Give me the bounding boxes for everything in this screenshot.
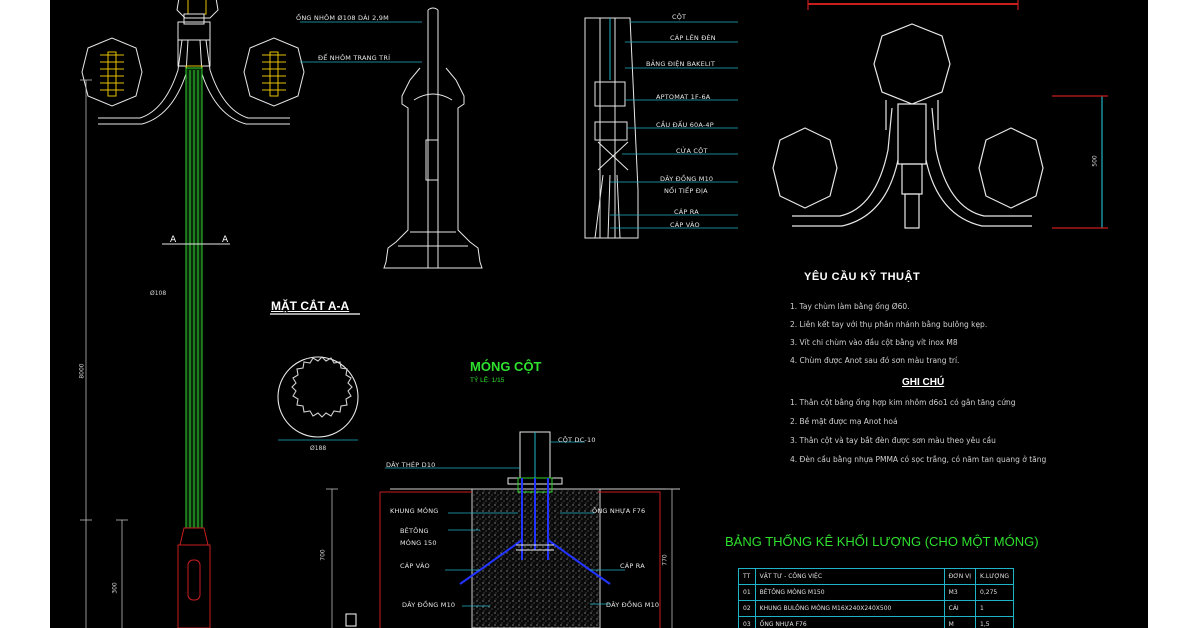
note-item: 2. Bề mặt được mạ Anot hoá xyxy=(790,417,898,426)
label-cap-ra: CÁP RA xyxy=(674,208,699,216)
bom-cell: BÊTÔNG MÓNG M150 xyxy=(754,584,945,601)
cad-linework xyxy=(80,0,1108,628)
label-cau-dau: CẦU ĐẤU 60A-4P xyxy=(656,121,714,129)
cad-drawing-canvas: ỐNG NHÔM Ø108 DÀI 2,9M ĐẾ NHÔM TRANG TRÍ… xyxy=(50,0,1148,628)
bom-cell: 0,275 xyxy=(975,584,1014,601)
requirement-item: 2. Liên kết tay với thụ phân nhánh bằng … xyxy=(790,320,988,329)
bom-cell: M3 xyxy=(943,584,977,601)
bom-header-cell: TT xyxy=(738,568,756,585)
label-ong-nhom: ỐNG NHÔM Ø108 DÀI 2,9M xyxy=(296,14,389,22)
label-aptomat: APTOMAT 1F-6A xyxy=(656,93,711,101)
base-dim: 300 xyxy=(111,582,119,594)
label-mong-150: MÓNG 150 xyxy=(400,539,437,547)
bom-title: BẢNG THỐNG KÊ KHỐI LƯỢNG (CHO MỘT MÓNG) xyxy=(725,534,1039,549)
pole-diameter: Ø108 xyxy=(150,290,167,297)
note-item: 3. Thân cột và tay bắt đèn được sơn màu … xyxy=(790,436,996,445)
requirement-item: 1. Tay chùm làm bằng ống Ø60. xyxy=(790,302,910,311)
lamp-globe-right xyxy=(243,37,305,107)
requirement-item: 4. Chùm được Anot sau đó sơn màu trang t… xyxy=(790,356,960,365)
table-row: 03 ỐNG NHỰA F76 M 1,5 xyxy=(738,616,1014,628)
label-cap-vao: CÁP VÀO xyxy=(670,221,700,229)
section-marker-right: A xyxy=(222,235,229,245)
pole-top-detail xyxy=(300,7,483,269)
lamp-globe-left xyxy=(81,37,143,107)
label-cot-dc: CỘT DC-10 xyxy=(558,436,596,444)
label-cap-len-den: CÁP LÊN ĐÈN xyxy=(670,34,716,42)
label-day-dong-r: DÂY ĐỒNG M10 xyxy=(606,601,660,609)
pole-height-dim: 8000 xyxy=(78,363,86,379)
bom-cell: ỐNG NHỰA F76 xyxy=(754,616,945,628)
label-khung-mong: KHUNG MÓNG xyxy=(390,507,439,515)
notes-title: GHI CHÚ xyxy=(902,377,945,388)
label-be-tong: BÊTÔNG xyxy=(400,527,429,535)
bom-table: TT VẬT TƯ - CÔNG VIỆC ĐƠN VỊ K.LƯỢNG 01 … xyxy=(738,568,1014,628)
pole-elevation xyxy=(80,0,305,628)
label-bang-dien: BẢNG ĐIỆN BAKELIT xyxy=(646,60,716,68)
table-row: 01 BÊTÔNG MÓNG M150 M3 0,275 xyxy=(738,584,1014,601)
label-cot: CỘT xyxy=(672,13,687,21)
note-item: 4. Đèn cầu bằng nhựa PMMA có sọc trắng, … xyxy=(790,455,1047,464)
label-ong-nhua: ỐNG NHỰA F76 xyxy=(592,507,646,515)
bom-header-row: TT VẬT TƯ - CÔNG VIỆC ĐƠN VỊ K.LƯỢNG xyxy=(738,568,1014,585)
lamp-head-dim: 500 xyxy=(1091,155,1099,167)
note-item: 1. Thân cột bằng ống hợp kim nhôm d6o1 c… xyxy=(790,398,1016,407)
bom-cell: CÁI xyxy=(943,600,977,617)
section-marker-left: A xyxy=(170,235,177,245)
lamp-globe-top xyxy=(176,0,219,19)
bom-cell: 02 xyxy=(738,600,756,617)
bom-cell: 01 xyxy=(738,584,756,601)
section-aa-title: MẶT CẮT A-A xyxy=(271,299,350,313)
lamp-head-detail xyxy=(772,0,1108,229)
cabinet-detail xyxy=(584,17,738,239)
label-day-dong-f: DÂY ĐỒNG M10 xyxy=(402,601,456,609)
label-cua-cot: CỬA CỘT xyxy=(676,147,708,155)
foundation-dim-right: 770 xyxy=(661,554,669,566)
label-cap-vao-f: CÁP VÀO xyxy=(400,562,430,570)
foundation-dim-left: 700 xyxy=(319,549,327,561)
bom-header-cell: K.LƯỢNG xyxy=(975,568,1014,585)
bom-header-cell: ĐƠN VỊ xyxy=(943,568,977,585)
bom-cell: M xyxy=(943,616,977,628)
section-diameter: Ø188 xyxy=(310,445,327,452)
foundation-title: MÓNG CỘT xyxy=(470,359,542,374)
label-day-dong-m10: DÂY ĐỒNG M10 xyxy=(660,175,714,183)
label-day-thep: DÂY THÉP D10 xyxy=(386,461,436,469)
label-cap-ra-f: CÁP RA xyxy=(620,562,645,570)
bom-cell: 1,5 xyxy=(975,616,1014,628)
bom-header-cell: VẬT TƯ - CÔNG VIỆC xyxy=(754,568,945,585)
foundation-section xyxy=(326,431,680,628)
label-noi-tiep-dia: NỐI TIẾP ĐỊA xyxy=(664,187,708,195)
foundation-scale: TỶ LỆ: 1/15 xyxy=(470,377,505,384)
table-row: 02 KHUNG BULÔNG MÓNG M16X240X240X500 CÁI… xyxy=(738,600,1014,617)
requirements-title: YÊU CẦU KỸ THUẬT xyxy=(804,271,921,283)
bom-cell: KHUNG BULÔNG MÓNG M16X240X240X500 xyxy=(754,600,945,617)
label-de-nhom: ĐẾ NHÔM TRANG TRÍ xyxy=(318,54,391,62)
section-aa xyxy=(270,313,360,441)
bom-cell: 1 xyxy=(975,600,1014,617)
bom-cell: 03 xyxy=(738,616,756,628)
requirement-item: 3. Vít chi chùm vào đầu cột bằng vít ino… xyxy=(790,338,958,347)
